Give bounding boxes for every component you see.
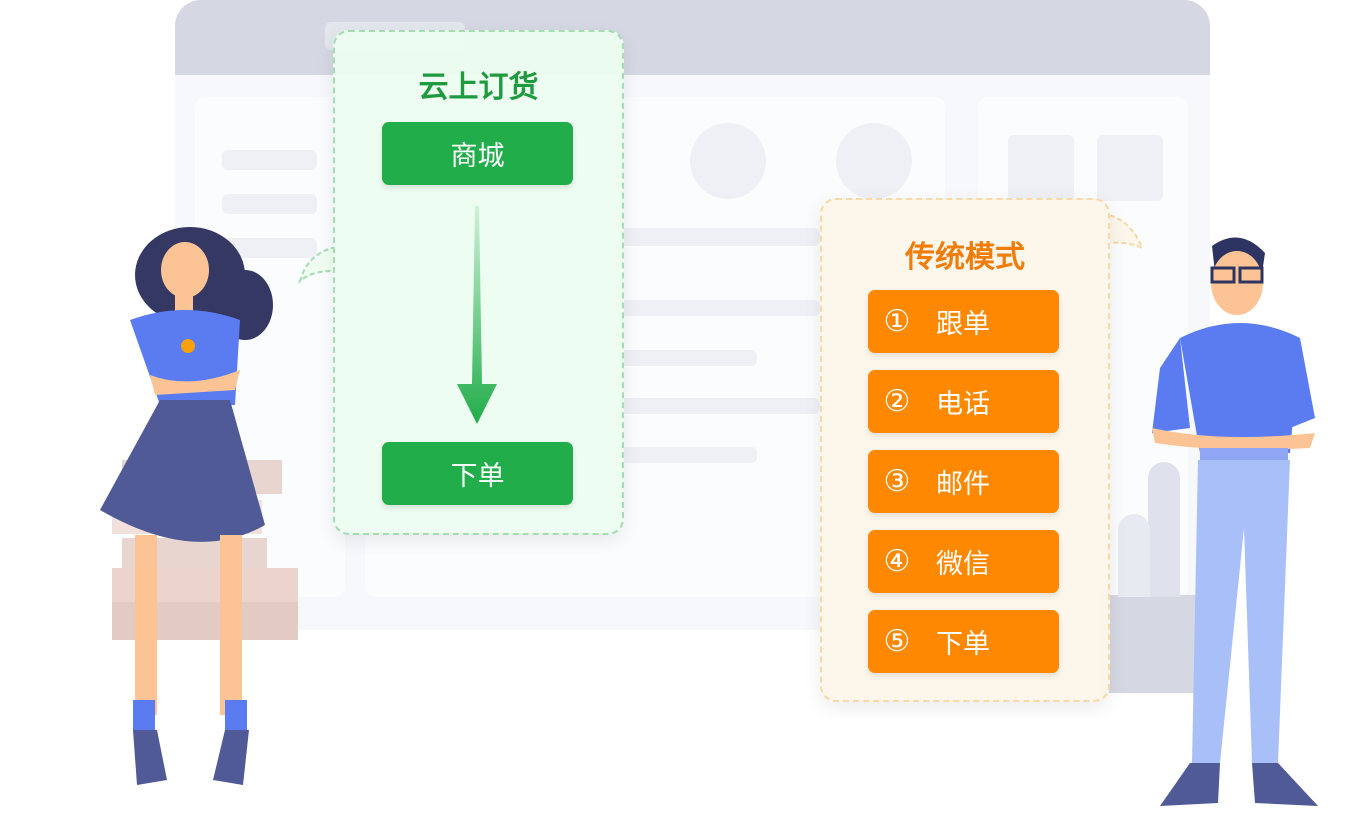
placeholder-bar xyxy=(222,194,317,214)
decor-pillar xyxy=(1118,514,1150,597)
traditional-mode-title: 传统模式 xyxy=(905,240,1025,275)
step-number: ① xyxy=(883,304,911,339)
arrow-down-icon xyxy=(457,206,497,424)
man-character-illustration xyxy=(1140,228,1340,812)
wechat-step-button[interactable]: ④ 微信 xyxy=(868,530,1059,593)
follow-up-step-button[interactable]: ① 跟单 xyxy=(868,290,1059,353)
step-number: ⑤ xyxy=(883,624,911,659)
step-label: 下单 xyxy=(936,629,990,660)
placeholder-bar xyxy=(222,150,317,170)
placeholder-bar xyxy=(620,447,757,463)
cloud-ordering-bubble: 云上订货 商城 下单 xyxy=(333,30,624,535)
placeholder-bar xyxy=(620,398,820,414)
placeholder-tile xyxy=(1008,135,1074,201)
email-step-button[interactable]: ③ 邮件 xyxy=(868,450,1059,513)
step-number: ④ xyxy=(883,544,911,579)
traditional-mode-bubble: 传统模式 ① 跟单 ② 电话 ③ 邮件 ④ 微信 ⑤ 下单 xyxy=(820,198,1110,702)
placeholder-bar xyxy=(620,350,757,366)
mall-step-button[interactable]: 商城 xyxy=(382,122,573,185)
step-label: 电话 xyxy=(936,389,990,420)
cloud-ordering-title: 云上订货 xyxy=(418,70,539,105)
place-order-step-button[interactable]: 下单 xyxy=(382,442,573,505)
step-number: ③ xyxy=(883,464,911,499)
placeholder-tile xyxy=(1097,135,1163,201)
step-label: 微信 xyxy=(936,549,990,580)
step-label: 跟单 xyxy=(936,309,990,340)
placeholder-bar xyxy=(222,238,317,258)
speech-bubble-tail xyxy=(298,245,338,285)
decor-pillar xyxy=(1148,462,1180,597)
speech-bubble-tail xyxy=(1100,212,1145,252)
phone-step-button[interactable]: ② 电话 xyxy=(868,370,1059,433)
placeholder-bar xyxy=(620,300,820,316)
step-number: ② xyxy=(883,384,911,419)
placeholder-bar xyxy=(620,228,820,246)
placeholder-avatar xyxy=(836,123,912,199)
place-order-step-button[interactable]: ⑤ 下单 xyxy=(868,610,1059,673)
woman-character-illustration xyxy=(95,225,285,795)
placeholder-avatar xyxy=(690,123,766,199)
decor-block xyxy=(1100,595,1210,693)
step-label: 邮件 xyxy=(936,469,990,500)
